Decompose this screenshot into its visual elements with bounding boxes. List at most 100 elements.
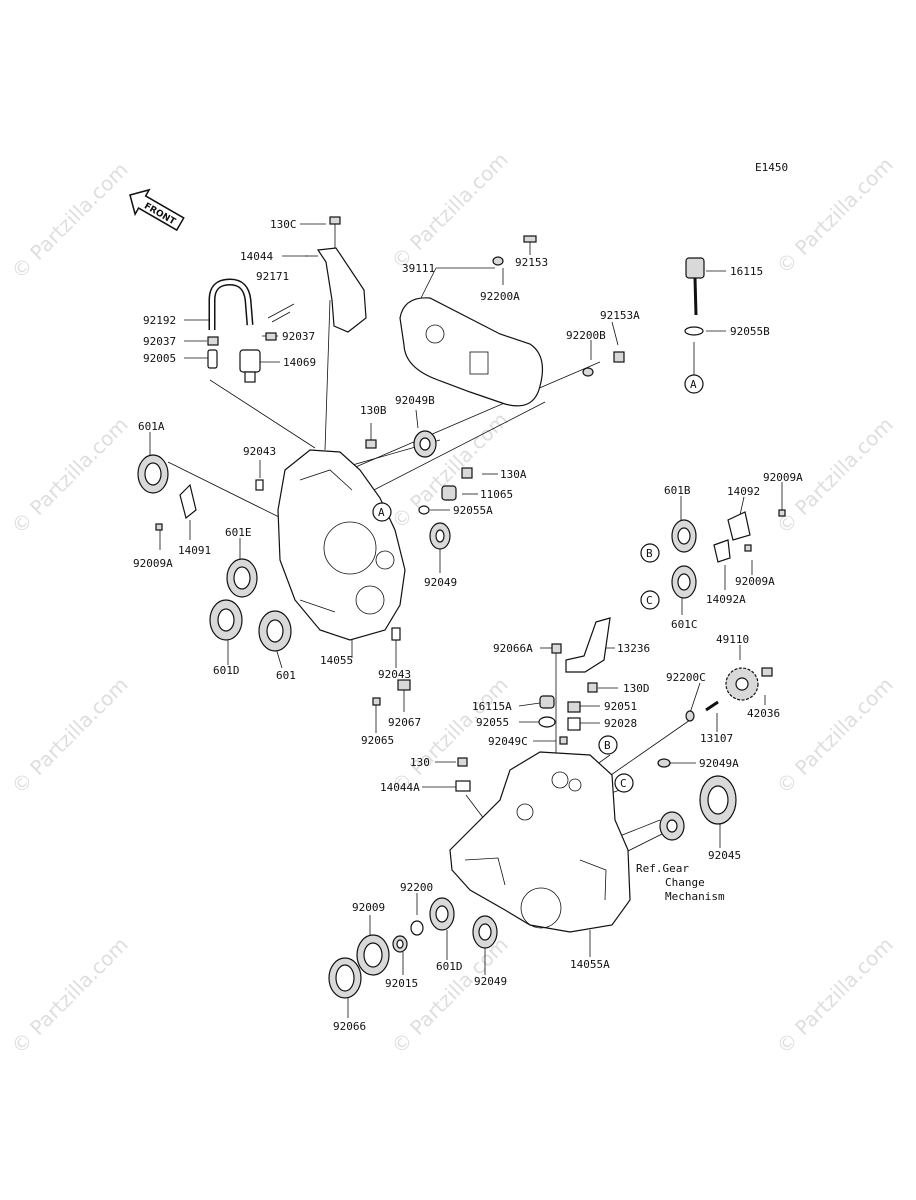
guide-part bbox=[455, 780, 471, 792]
part-number-label: 92009A bbox=[735, 575, 775, 588]
part-number-label: 130C bbox=[270, 218, 297, 231]
dowel-pin-part bbox=[255, 479, 264, 491]
callout-label: B bbox=[646, 547, 653, 560]
bearing-part bbox=[226, 558, 258, 598]
watermark-text: © Partzilla.com bbox=[772, 152, 898, 278]
washer-part bbox=[410, 920, 424, 936]
part-number-label: 13236 bbox=[617, 642, 650, 655]
part-number-label: 92009A bbox=[763, 471, 803, 484]
collar-part bbox=[567, 717, 581, 731]
part-number-label: 92153 bbox=[515, 256, 548, 269]
part-number-label: 13107 bbox=[700, 732, 733, 745]
part-number-label: 601 bbox=[276, 669, 296, 682]
part-number-label: 92049 bbox=[424, 576, 457, 589]
part-number-label: 11065 bbox=[480, 488, 513, 501]
reference-note: Ref.Gear Change Mechanism bbox=[636, 862, 725, 903]
bracket-part bbox=[316, 247, 367, 333]
clamp-part bbox=[267, 303, 295, 323]
bolt-icon bbox=[461, 467, 473, 479]
part-number-label: 14055A bbox=[570, 958, 610, 971]
bearing-part bbox=[671, 519, 697, 553]
part-number-label: 92015 bbox=[385, 977, 418, 990]
part-number-label: 92055A bbox=[453, 504, 493, 517]
part-number-label: 92009 bbox=[352, 901, 385, 914]
oil-seal-part bbox=[413, 430, 437, 458]
part-number-label: 601B bbox=[664, 484, 691, 497]
part-number-label: 92200 bbox=[400, 881, 433, 894]
part-number-label: 92049B bbox=[395, 394, 435, 407]
part-number-label: 14044A bbox=[380, 781, 420, 794]
washer-part bbox=[492, 256, 504, 266]
watermark-text: © Partzilla.com bbox=[772, 932, 898, 1058]
watermark-text: © Partzilla.com bbox=[772, 672, 898, 798]
bearing-part bbox=[209, 599, 243, 641]
screw-icon bbox=[778, 509, 786, 517]
callout-label: A bbox=[378, 506, 385, 519]
bolt-icon bbox=[329, 216, 341, 248]
part-number-label: 16115 bbox=[730, 265, 763, 278]
bearing-part bbox=[659, 811, 685, 841]
part-number-label: 130A bbox=[500, 468, 527, 481]
clip-part bbox=[207, 336, 219, 346]
cap-part bbox=[328, 957, 362, 999]
part-number-label: 92049A bbox=[699, 757, 739, 770]
screw-icon bbox=[372, 697, 381, 706]
part-number-label: 92005 bbox=[143, 352, 176, 365]
part-number-label: 92065 bbox=[361, 734, 394, 747]
part-number-label: 130D bbox=[623, 682, 650, 695]
nut-part bbox=[392, 935, 408, 953]
plug-part bbox=[551, 643, 562, 654]
part-number-label: 92045 bbox=[708, 849, 741, 862]
part-number-label: 92055 bbox=[476, 716, 509, 729]
part-number-label: 92043 bbox=[243, 445, 276, 458]
part-number-label: 92043 bbox=[378, 668, 411, 681]
o-ring-part bbox=[538, 716, 556, 728]
oil-seal-part bbox=[472, 915, 498, 949]
bearing-part bbox=[258, 610, 292, 652]
guide-part bbox=[727, 511, 751, 541]
washer-part bbox=[685, 710, 695, 722]
guide-part bbox=[713, 539, 731, 563]
plug-part bbox=[397, 679, 411, 691]
watermark-text: © Partzilla.com bbox=[7, 932, 133, 1058]
part-number-label: 92051 bbox=[604, 700, 637, 713]
part-number-label: 42036 bbox=[747, 707, 780, 720]
part-labels: 130C 14044 92171 92192 92037 92037 92005… bbox=[133, 218, 803, 1033]
part-number-label: 92171 bbox=[256, 270, 289, 283]
bolt-icon bbox=[457, 757, 468, 767]
part-number-label: 49110 bbox=[716, 633, 749, 646]
cap-part bbox=[441, 485, 457, 501]
part-number-label: 92066A bbox=[493, 642, 533, 655]
part-number-label: 92066 bbox=[333, 1020, 366, 1033]
part-number-label: 14092A bbox=[706, 593, 746, 606]
shift-lever-part bbox=[565, 617, 611, 673]
right-case-part bbox=[449, 751, 631, 933]
callout-label: C bbox=[646, 594, 653, 607]
cap-part bbox=[539, 695, 555, 709]
o-ring-part bbox=[418, 505, 430, 515]
part-number-label: 92192 bbox=[143, 314, 176, 327]
watermark-text: © Partzilla.com bbox=[387, 147, 513, 273]
part-number-label: 130B bbox=[360, 404, 387, 417]
part-number-label: 601C bbox=[671, 618, 698, 631]
part-number-label: 601E bbox=[225, 526, 252, 539]
callout-circles: A A B B C C bbox=[372, 374, 704, 793]
part-number-label: 92049 bbox=[474, 975, 507, 988]
part-number-label: 14055 bbox=[320, 654, 353, 667]
bolt-icon bbox=[761, 667, 773, 677]
part-number-label: 92055B bbox=[730, 325, 770, 338]
callout-label: B bbox=[604, 739, 611, 752]
watermark-text: © Partzilla.com bbox=[387, 932, 513, 1058]
bolt-icon bbox=[613, 351, 625, 363]
breather-part bbox=[239, 349, 261, 383]
watermark-text: © Partzilla.com bbox=[7, 412, 133, 538]
screw-icon bbox=[744, 544, 752, 552]
part-number-label: 92009A bbox=[133, 557, 173, 570]
seal-part bbox=[567, 701, 581, 713]
washer-part bbox=[582, 367, 594, 377]
oil-seal-part bbox=[699, 775, 737, 825]
o-ring-part bbox=[684, 326, 704, 336]
fitting-part bbox=[207, 349, 218, 369]
part-number-label: 92200A bbox=[480, 290, 520, 303]
